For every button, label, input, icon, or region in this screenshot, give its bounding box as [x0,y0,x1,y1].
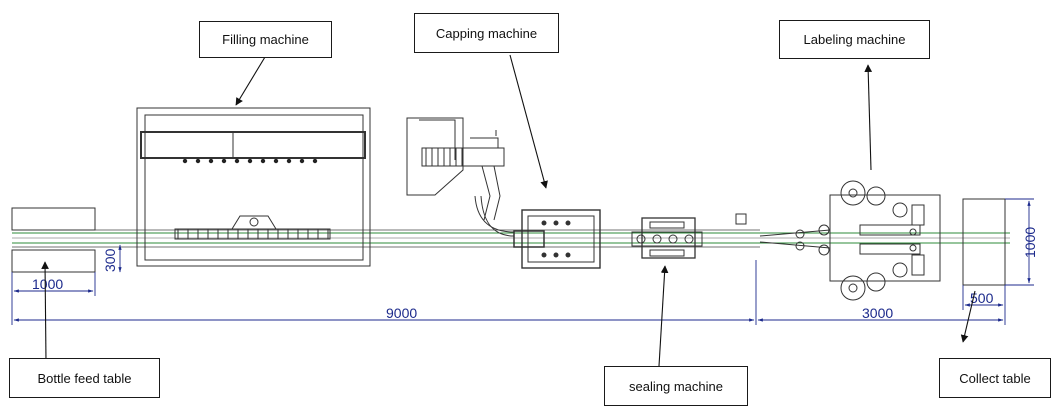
collect-table-drawing [962,198,1006,286]
filling-machine-label: Filling machine [199,21,332,58]
dim-total-main: 9000 [386,305,417,321]
sealing-machine-label: sealing machine [604,366,748,406]
dim-feed-height: 300 [102,248,118,272]
capping-machine-label: Capping machine [414,13,559,53]
filling-machine-drawing [136,107,371,267]
collect-table-label: Collect table [939,358,1051,398]
bottle-feed-table-drawing [11,207,96,273]
labeling-machine-label: Labeling machine [779,20,930,59]
dim-collect-width: 500 [970,290,994,306]
dimension-lines [11,198,1034,325]
dim-labeling-len: 3000 [862,305,893,321]
sealing-machine-drawing [631,213,747,259]
capping-machine-drawing [406,117,601,269]
bottle-feed-table-label: Bottle feed table [9,358,160,398]
callout-arrows [41,54,976,367]
dim-feed-width: 1000 [32,276,63,292]
labeling-machine-drawing [759,180,941,301]
dim-collect-height: 1000 [1022,227,1038,258]
